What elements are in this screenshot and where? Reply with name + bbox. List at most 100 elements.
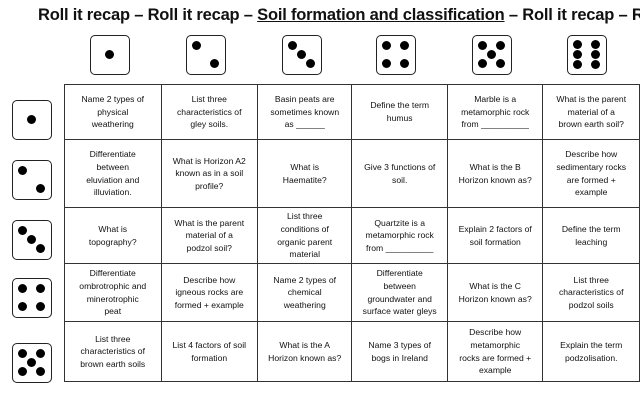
question-line: Differentiate: [89, 149, 136, 160]
question-line: characteristics of: [177, 106, 242, 117]
question-line: Define the term: [370, 100, 430, 111]
question-line: What is: [98, 223, 128, 234]
pip: [399, 58, 409, 68]
pip: [27, 235, 36, 244]
pip: [27, 358, 36, 367]
question-line: characteristics of: [558, 287, 624, 298]
die-five-icon: [472, 35, 512, 75]
question-line: from __________: [366, 242, 434, 253]
die-four-icon: [376, 35, 416, 75]
die-two-icon: [186, 35, 226, 75]
question-line: List three: [573, 274, 609, 285]
pip: [35, 284, 45, 294]
question-line: What is the A: [279, 339, 331, 350]
pip: [297, 50, 306, 59]
question-cell: Name 3 types of bogs in Ireland: [351, 321, 448, 382]
question-line: minerotrophic: [86, 293, 139, 304]
pip: [18, 226, 28, 236]
pip: [590, 60, 600, 70]
die-five-icon: [12, 343, 52, 383]
question-line: eluviation and: [86, 174, 140, 185]
question-line: What is the parent: [556, 94, 627, 105]
question-line: podzol soils: [568, 299, 614, 310]
question-line: soil.: [392, 174, 408, 185]
question-line: metamorphic rock: [461, 106, 530, 117]
question-line: material of a: [185, 230, 233, 241]
pip: [35, 301, 45, 311]
question-line: known as in a soil: [175, 168, 244, 179]
question-line: rocks are formed +: [459, 352, 532, 363]
question-line: material: [289, 249, 320, 260]
question-line: brown earth soil?: [558, 119, 624, 130]
question-line: sedimentary rocks: [556, 161, 627, 172]
pip: [382, 41, 392, 51]
pip: [573, 60, 583, 70]
question-line: formation: [191, 352, 228, 363]
pip: [35, 243, 45, 253]
pip: [18, 166, 28, 176]
question-line: List three: [191, 94, 227, 105]
question-line: gley soils.: [190, 119, 229, 130]
question-line: sometimes known: [270, 106, 340, 117]
question-line: List three: [95, 333, 131, 344]
question-line: Horizon known as?: [458, 174, 532, 185]
question-line: chemical: [287, 287, 322, 298]
question-line: peat: [104, 306, 122, 317]
question-line: Give 3 functions of: [364, 161, 436, 172]
question-line: bogs in Ireland: [371, 352, 428, 363]
question-line: metamorphic: [470, 339, 521, 350]
pip: [478, 58, 488, 68]
die-six-icon: [567, 35, 607, 75]
pip: [487, 50, 496, 59]
question-line: What is the B: [469, 161, 521, 172]
question-line: What is: [290, 161, 320, 172]
question-line: topography?: [88, 236, 137, 247]
question-line: igneous rocks are: [175, 287, 244, 298]
question-cell: What is topography?: [64, 207, 162, 264]
pip: [399, 41, 409, 51]
question-line: material of a: [567, 106, 615, 117]
title-lead: Roll it recap – Roll it recap –: [38, 6, 258, 24]
question-line: Name 2 types of: [273, 274, 336, 285]
question-line: Marble is a: [474, 94, 517, 105]
question-line: Define the term: [561, 223, 621, 234]
pip: [209, 58, 219, 68]
pip: [18, 349, 28, 359]
question-line: podzolisation.: [564, 352, 618, 363]
title-topic: Soil formation and classification: [257, 6, 505, 24]
pip: [382, 58, 392, 68]
question-line: surface water gleys: [362, 306, 437, 317]
question-line: Horizon known as?: [458, 293, 532, 304]
question-cell: What is the A Horizon known as?: [256, 321, 353, 382]
pip: [590, 39, 600, 49]
pip: [18, 366, 28, 376]
question-line: Horizon known as?: [268, 352, 342, 363]
question-line: List three: [287, 211, 323, 222]
question-line: Differentiate: [376, 268, 423, 279]
question-line: groundwater and: [367, 293, 432, 304]
pip: [495, 41, 505, 51]
question-line: physical: [97, 106, 129, 117]
die-two-icon: [12, 160, 52, 200]
question-line: are formed +: [566, 174, 616, 185]
question-cell: What is the B Horizon known as?: [446, 139, 544, 208]
question-line: leaching: [575, 236, 608, 247]
question-line: organic parent: [277, 236, 333, 247]
question-line: Name 3 types of: [368, 339, 431, 350]
